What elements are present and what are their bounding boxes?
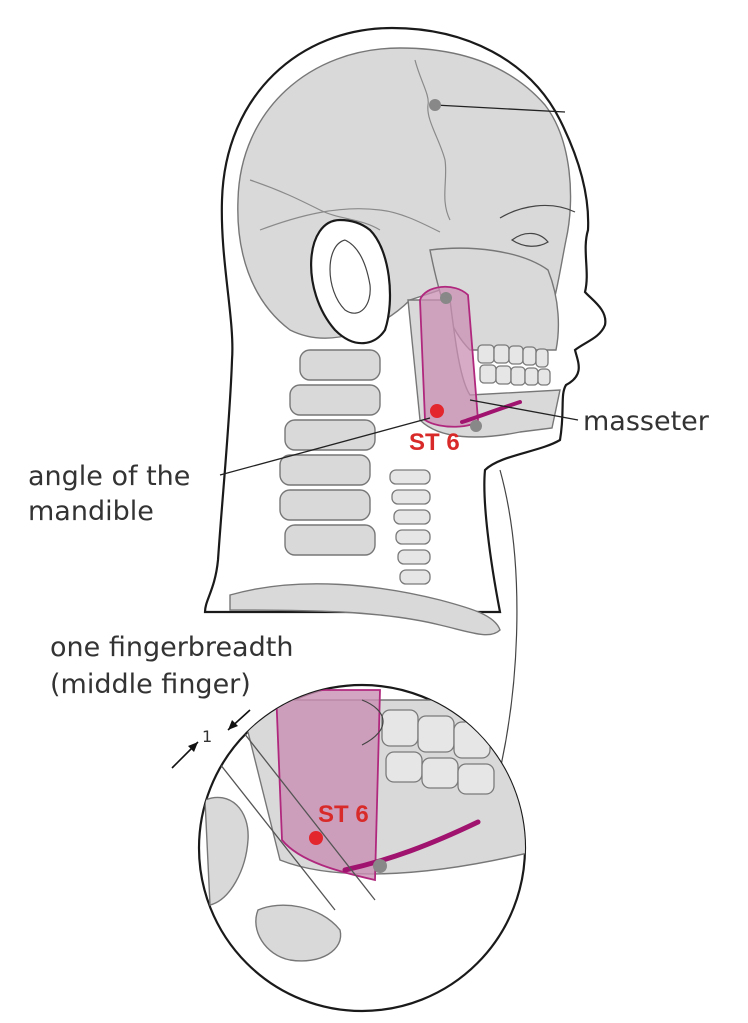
eye xyxy=(510,232,549,247)
temporal-suture xyxy=(259,208,441,233)
fingerbreadth-label-line2: (middle finger) xyxy=(50,669,251,700)
ear xyxy=(310,218,392,345)
angle-leader-line xyxy=(219,417,431,476)
zoom-hyoid xyxy=(255,904,342,962)
measure-line-1 xyxy=(204,744,336,911)
head-illustration xyxy=(203,26,607,636)
masseter-leader-line xyxy=(469,399,579,421)
fingerbreadth-measure: 1 xyxy=(171,709,251,769)
trachea xyxy=(389,469,431,585)
fingerbreadth-label-line1: one fingerbreadth xyxy=(50,632,293,663)
measure-value: 1 xyxy=(202,727,212,746)
angle-label-line2: mandible xyxy=(28,496,154,527)
eyebrow xyxy=(499,204,576,219)
st6-label: ST 6 xyxy=(409,429,460,456)
coronal-suture xyxy=(414,59,451,221)
ear-inner xyxy=(329,239,371,314)
zoom-masseter xyxy=(275,689,381,882)
masseter-shape xyxy=(419,285,479,428)
zoom-detail: ST 6 xyxy=(197,683,527,1013)
mandible-notch-landmark xyxy=(470,420,482,432)
tmj-landmark xyxy=(440,292,452,304)
zoom-teeth xyxy=(381,709,495,795)
st6-dot xyxy=(430,404,444,418)
zoom-vertebra xyxy=(204,796,249,906)
teeth-upper xyxy=(477,344,549,368)
facial-artery-main xyxy=(460,400,522,424)
lambdoid-suture xyxy=(249,179,381,231)
crown-line xyxy=(434,104,566,113)
clavicle xyxy=(229,583,501,636)
cervical-spine xyxy=(279,349,381,556)
zoom-connector xyxy=(499,469,518,771)
zoom-tmj-arc xyxy=(361,699,384,746)
masseter-label: masseter xyxy=(583,406,710,437)
crown-landmark xyxy=(429,99,441,111)
st6-point-main: ST 6 xyxy=(409,404,460,456)
zoom-st6-label: ST 6 xyxy=(318,801,369,828)
teeth-lower xyxy=(479,364,551,386)
angle-label-line1: angle of the xyxy=(28,461,190,492)
zoom-notch-landmark xyxy=(373,859,387,873)
zoom-st6-dot xyxy=(309,831,323,845)
masseter-muscle xyxy=(419,285,522,432)
arrowhead-left xyxy=(188,742,198,752)
zoom-facial-artery xyxy=(342,819,481,873)
measure-line-2 xyxy=(239,727,376,901)
arrowhead-right xyxy=(228,720,238,730)
